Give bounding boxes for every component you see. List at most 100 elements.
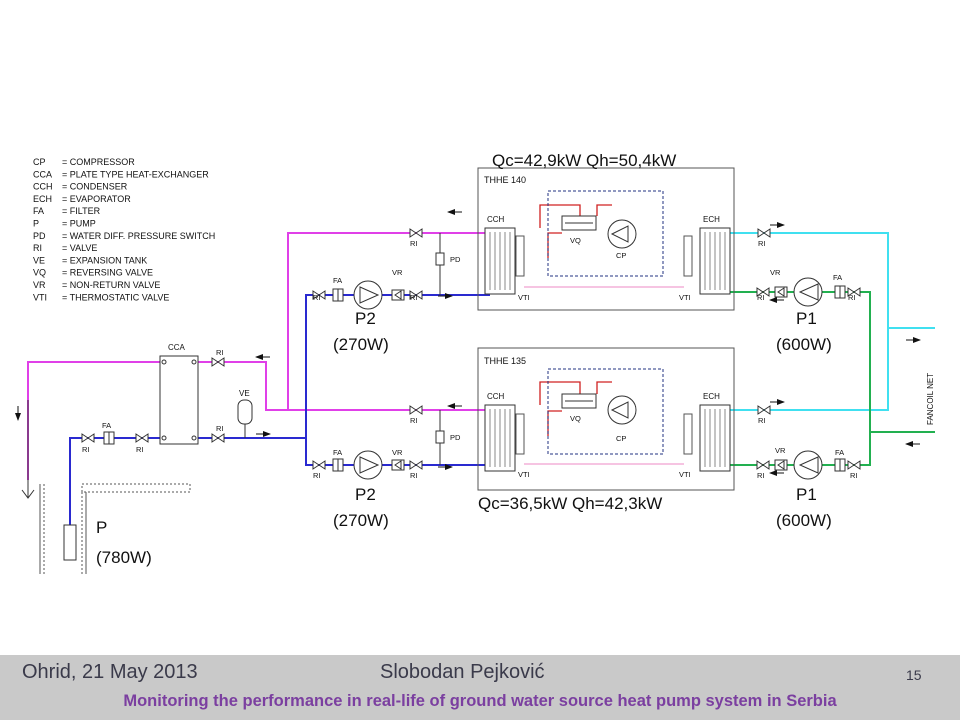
vr-label: VR (775, 446, 786, 455)
ri-label: RI (82, 445, 90, 454)
plate-heat-exchanger (159, 355, 199, 445)
legend-description: = THERMOSTATIC VALVE (62, 292, 169, 302)
fa-label: FA (835, 448, 844, 457)
ri-label: RI (757, 293, 765, 302)
fancoil-net-label: FANCOIL NET (926, 373, 935, 425)
pipe-blue-to-cca (69, 437, 162, 560)
unit-upper-model: THHE 140 (484, 175, 526, 185)
non-return-valves (391, 286, 788, 471)
fa-label: FA (102, 421, 111, 430)
legend-abbr: ECH (33, 194, 52, 204)
legend-description: = COMPRESSOR (62, 157, 135, 167)
fa-label: FA (333, 276, 342, 285)
footer: Ohrid, 21 May 2013 Slobodan Pejković 15 … (0, 655, 960, 720)
legend-description: = CONDENSER (62, 182, 128, 192)
legend-abbr: VE (33, 255, 45, 265)
well-pump-power: (780W) (96, 548, 152, 567)
pipe-cyan-upper (730, 232, 889, 411)
pump-p1-upper-power: (600W) (776, 335, 832, 354)
pump-p2-upper-power: (270W) (333, 335, 389, 354)
pipe-magenta-to-cca (27, 361, 162, 480)
filters (103, 285, 846, 472)
vq-label: VQ (570, 236, 581, 245)
cch-label: CCH (487, 392, 505, 401)
vr-label: VR (770, 268, 781, 277)
unit-lower-capacity: Qc=36,5kW Qh=42,3kW (478, 494, 662, 513)
heat-pump-unit-lower: THHE 135 CCH ECH VQ CP VTI VTI (477, 347, 735, 491)
legend-abbr: FA (33, 206, 44, 216)
pipe-magenta-upper (287, 232, 490, 410)
legend-abbr: VTI (33, 292, 47, 302)
pd-label: PD (450, 433, 461, 442)
ground-well (39, 483, 191, 574)
pipe-magenta-cca-out (196, 361, 288, 411)
presentation-title: Monitoring the performance in real-life … (123, 692, 837, 710)
pump-p2-lower-label: P2 (355, 485, 376, 504)
ri-label: RI (313, 293, 321, 302)
legend-description: = REVERSING VALVE (62, 268, 153, 278)
expansion-tank (237, 399, 253, 438)
fa-label: FA (333, 448, 342, 457)
legend-description: = PLATE TYPE HEAT-EXCHANGER (62, 169, 209, 179)
legend-description: = PUMP (62, 219, 96, 229)
vr-label: VR (392, 448, 403, 457)
page-number: 15 (906, 667, 922, 683)
flow-arrows (15, 209, 921, 476)
pipe-blue-p2-upper (305, 294, 490, 466)
ri-label: RI (216, 348, 224, 357)
ri-label: RI (758, 239, 766, 248)
pump-p2-lower-power: (270W) (333, 511, 389, 530)
legend-description: = WATER DIFF. PRESSURE SWITCH (62, 231, 215, 241)
ri-label: RI (216, 424, 224, 433)
legend-abbr: VQ (33, 268, 46, 278)
legend-description: = NON-RETURN VALVE (62, 280, 160, 290)
pump-p1-lower-label: P1 (796, 485, 817, 504)
cca-label: CCA (168, 343, 186, 352)
pump-p1-lower-power: (600W) (776, 511, 832, 530)
fa-label: FA (833, 273, 842, 282)
ri-label: RI (758, 416, 766, 425)
footer-location-date: Ohrid, 21 May 2013 (22, 661, 198, 683)
ri-label: RI (410, 239, 418, 248)
ri-label: RI (313, 471, 321, 480)
cp-label: CP (616, 434, 626, 443)
legend-description: = FILTER (62, 206, 101, 216)
cch-label: CCH (487, 215, 505, 224)
ri-label: RI (136, 445, 144, 454)
legend-abbr: RI (33, 243, 42, 253)
vq-label: VQ (570, 414, 581, 423)
vti-label: VTI (679, 293, 691, 302)
non-return-valve-labels: VR VR VR VR (392, 268, 786, 457)
vr-label: VR (392, 268, 403, 277)
pd-label: PD (450, 255, 461, 264)
legend-abbr: VR (33, 280, 46, 290)
ri-label: RI (848, 293, 856, 302)
footer-author: Slobodan Pejković (380, 661, 545, 683)
unit-lower-model: THHE 135 (484, 356, 526, 366)
ve-label: VE (239, 389, 250, 398)
ri-label: RI (410, 471, 418, 480)
ri-label: RI (410, 416, 418, 425)
pump-p2-upper-label: P2 (355, 309, 376, 328)
pd-switches (435, 233, 445, 465)
ri-label: RI (757, 471, 765, 480)
pumps (353, 277, 823, 480)
vti-label: VTI (679, 470, 691, 479)
ri-label: RI (410, 293, 418, 302)
unit-upper-capacity: Qc=42,9kW Qh=50,4kW (492, 151, 676, 170)
heat-pump-unit-upper: THHE 140 CCH ECH VQ CP VTI VTI (477, 167, 735, 311)
legend-abbr: CCH (33, 182, 53, 192)
valves (81, 228, 861, 470)
vti-label: VTI (518, 293, 530, 302)
filter-labels: FA FA FA FA FA (102, 273, 844, 457)
well-pump-label: P (96, 518, 107, 537)
pump-p1-upper-label: P1 (796, 309, 817, 328)
legend-abbr: CCA (33, 169, 52, 179)
legend-description: = VALVE (62, 243, 97, 253)
legend-description: = EVAPORATOR (62, 194, 131, 204)
legend-abbr: P (33, 219, 39, 229)
cp-label: CP (616, 251, 626, 260)
ri-label: RI (850, 471, 858, 480)
ech-label: ECH (703, 392, 720, 401)
